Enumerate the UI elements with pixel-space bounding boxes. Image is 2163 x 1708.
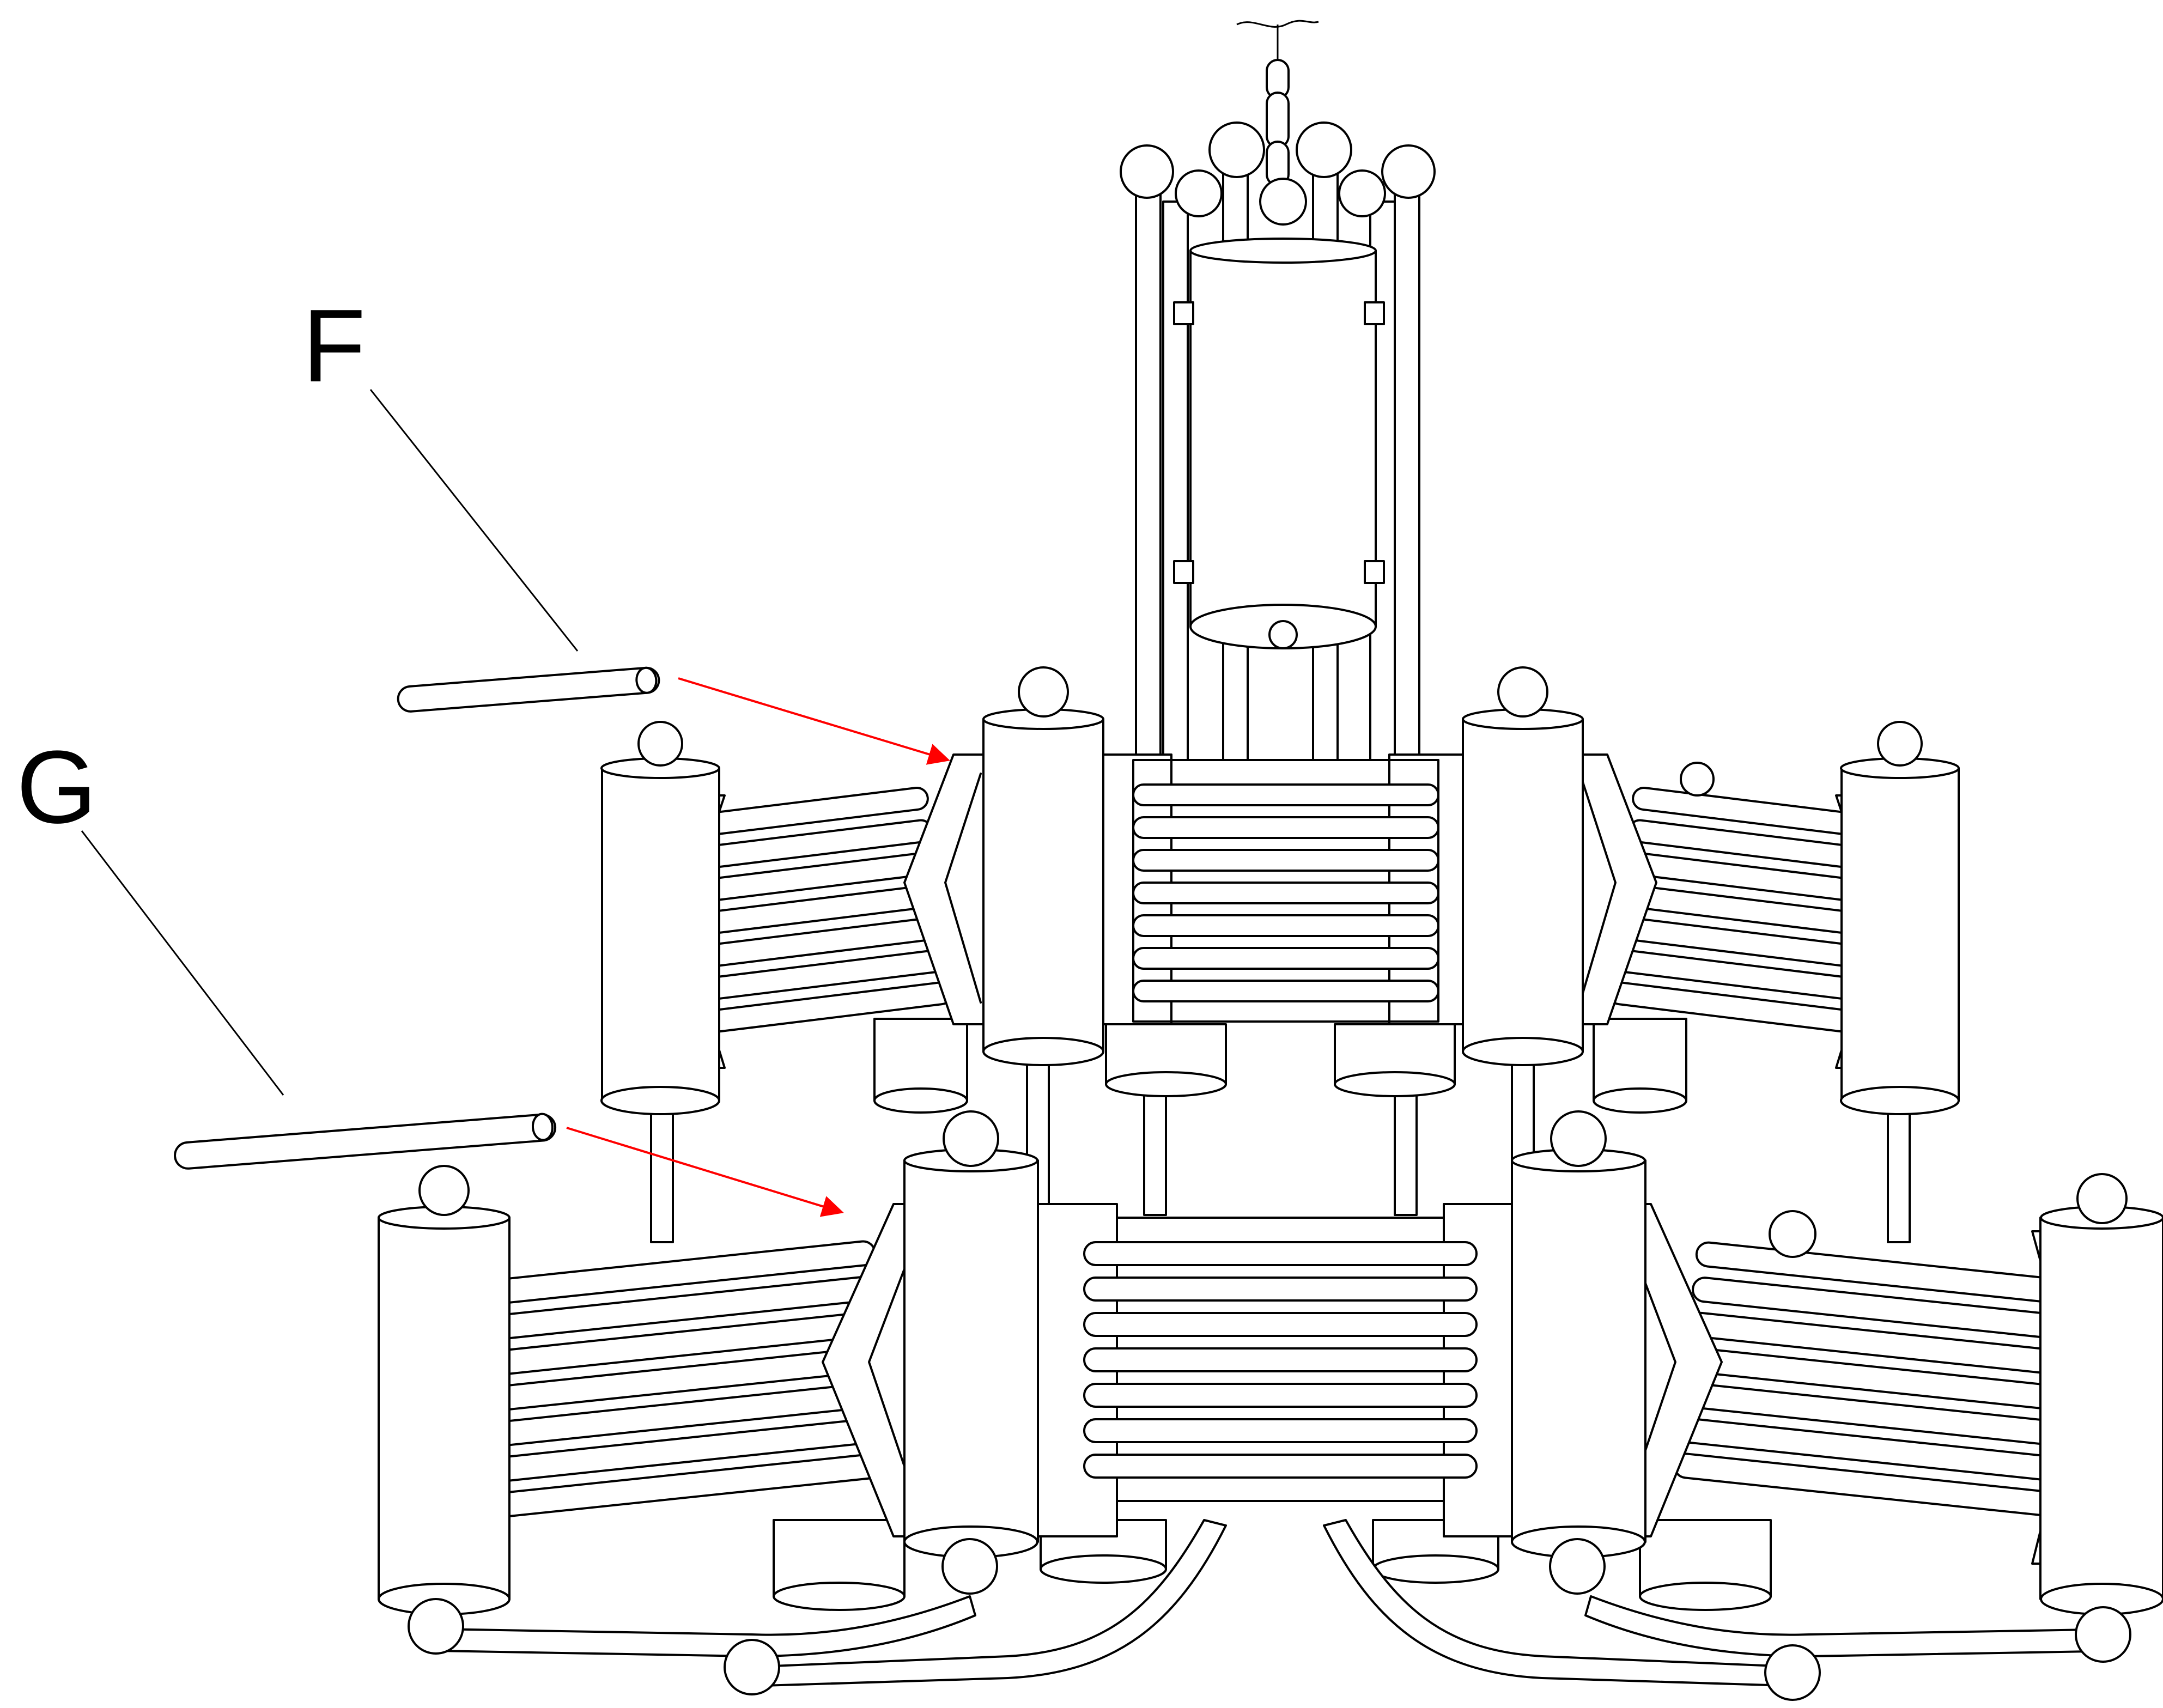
leader-line-g (81, 830, 284, 1096)
leader-line-f (369, 389, 579, 652)
central-column (1120, 121, 1436, 764)
hanging-chain (1236, 20, 1319, 186)
arrow-f (678, 677, 950, 765)
part-f (369, 389, 950, 765)
label-g: G (16, 730, 97, 845)
upper-left-wing (657, 786, 953, 1034)
lower-center-tubes-front (1083, 1241, 1478, 1479)
lower-left-wing (454, 1240, 898, 1518)
upper-center-tubes-front (1132, 783, 1439, 1002)
lower-tier (378, 1110, 2163, 1701)
upper-right-wing (1608, 786, 1904, 1034)
upper-tier (600, 666, 1960, 1254)
label-f: F (302, 288, 366, 404)
lower-right-wing (1673, 1241, 2118, 1519)
part-g (81, 830, 844, 1217)
arrow-g (566, 1127, 844, 1217)
